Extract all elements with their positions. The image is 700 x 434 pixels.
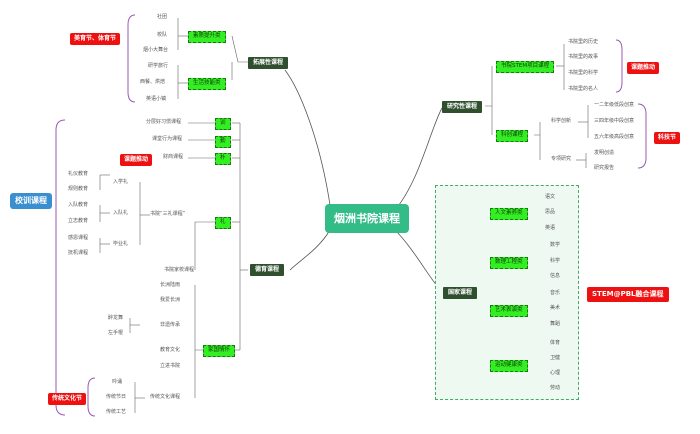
- left-frame-bracket: [55, 119, 66, 416]
- tag-stem-pbl: STEM@PBL融合课程: [587, 287, 669, 302]
- school-motto-course-label: 校训课程: [10, 193, 52, 209]
- tag-arts-sports-festival: 美育节、体育节: [70, 33, 121, 45]
- node-life-skills[interactable]: 生活技能类: [188, 78, 226, 90]
- leaf-item: 书院家校课程: [164, 267, 195, 273]
- node-pu[interactable]: 朴: [215, 153, 231, 165]
- leaf-item: 立志教育: [68, 218, 89, 224]
- leaf-item: 教育文化: [160, 347, 181, 353]
- leaf-item: 西餐、烘焙: [140, 79, 166, 85]
- tag-research-drive-left: 课题推动: [120, 154, 153, 166]
- leaf-item: 劳动: [550, 385, 561, 391]
- tag-research-drive-right: 课题推动: [627, 62, 660, 74]
- leaf-item: 传统文化课程: [150, 394, 181, 400]
- leaf-item: 研究报告: [594, 165, 615, 171]
- node-sports-health[interactable]: 运动健康类: [490, 360, 528, 372]
- right-bracket-keji: [637, 103, 647, 169]
- center-topic[interactable]: 烟洲书院课程: [325, 204, 409, 233]
- leaf-item: 入队教育: [68, 202, 89, 208]
- leaf-item: 一二年级低段创意: [594, 102, 635, 108]
- tag-tech-festival: 科技节: [654, 132, 681, 144]
- node-special-research: 专项研究: [551, 156, 572, 162]
- branch-research-course[interactable]: 研究性课程: [442, 101, 483, 113]
- leaf-item: 卫健: [550, 355, 561, 361]
- leaf-item: 左手棍: [108, 330, 124, 336]
- node-three-rites: 书院“三礼课程”: [150, 211, 186, 217]
- node-humanities[interactable]: 人文素养类: [490, 208, 528, 220]
- node-graduation-rite: 毕业礼: [113, 241, 129, 247]
- branch-moral-course[interactable]: 德育课程: [250, 264, 285, 276]
- leaf-item: 立进书院: [160, 363, 181, 369]
- node-tech-innovation[interactable]: 科创课程: [496, 130, 529, 142]
- leaf-item: 社团: [157, 14, 168, 20]
- leaf-item: 书院里的科学: [568, 70, 599, 76]
- leaf-item: 校队: [157, 32, 168, 38]
- leaf-item: 感恩课程: [68, 235, 89, 241]
- leaf-item: 美术: [550, 305, 561, 311]
- leaf-item: 非遗传承: [160, 322, 181, 328]
- leaf-item: 语文: [545, 194, 556, 200]
- node-stem-project[interactable]: 书院STEM项目课程: [496, 61, 555, 73]
- leaf-item: 吟诵: [112, 379, 123, 385]
- leaf-item: 传统节日: [106, 394, 127, 400]
- leaf-item: 数学: [550, 242, 561, 248]
- leaf-item: 思品: [545, 209, 556, 215]
- leaf-item: 财商课程: [163, 154, 184, 160]
- leaf-item: 长洲陆雨: [160, 282, 181, 288]
- leaf-item: 音乐: [550, 290, 561, 296]
- branch-national-course[interactable]: 国家课程: [443, 287, 478, 299]
- leaf-item: 礼仪教育: [68, 171, 89, 177]
- left-bracket-chuantong: [87, 377, 96, 417]
- leaf-item: 抚机课程: [68, 250, 89, 256]
- leaf-item: 规则教育: [68, 186, 89, 192]
- leaf-item: 信息: [550, 273, 561, 279]
- right-bracket-keti: [615, 39, 623, 93]
- leaf-item: 分层好习惯课程: [146, 119, 182, 125]
- node-li[interactable]: 礼: [215, 217, 231, 229]
- leaf-item: 醉龙舞: [108, 315, 124, 321]
- leaf-item: 科学: [550, 258, 561, 264]
- node-quality-improvement[interactable]: 素质提升类: [188, 31, 226, 43]
- leaf-item: 烟小大舞台: [143, 47, 169, 53]
- node-qin[interactable]: 勤: [215, 136, 231, 148]
- tag-traditional-culture-festival: 传统文化节: [48, 393, 87, 405]
- node-science-innovation: 科学创新: [551, 118, 572, 124]
- leaf-item: 舞蹈: [550, 321, 561, 327]
- leaf-item: 书院里的名人: [568, 86, 599, 92]
- branch-extended-course[interactable]: 拓展性课程: [248, 57, 289, 69]
- leaf-item: 我爱长洲: [160, 297, 181, 303]
- node-team-rite: 入队礼: [113, 210, 129, 216]
- node-enrollment-rite: 入学礼: [113, 179, 129, 185]
- node-family-country[interactable]: 家国情怀: [203, 345, 236, 357]
- node-arts-performance[interactable]: 艺术表演类: [490, 305, 528, 317]
- leaf-item: 发明创造: [594, 150, 615, 156]
- leaf-item: 心理: [550, 370, 561, 376]
- node-xun[interactable]: 训: [215, 118, 231, 130]
- leaf-item: 研学旅行: [148, 63, 169, 69]
- leaf-item: 英语小镇: [146, 96, 167, 102]
- leaf-item: 书院里的历史: [568, 39, 599, 45]
- leaf-item: 传统工艺: [106, 409, 127, 415]
- leaf-item: 三四年级中段创意: [594, 118, 635, 124]
- left-bracket-meiyu: [127, 14, 136, 103]
- node-math-engineering[interactable]: 数理工程类: [490, 257, 528, 269]
- leaf-item: 五六年级高段创意: [594, 134, 635, 140]
- leaf-item: 课堂行为课程: [152, 136, 183, 142]
- leaf-item: 书院里的故事: [568, 54, 599, 60]
- leaf-item: 体育: [550, 340, 561, 346]
- leaf-item: 英语: [545, 225, 556, 231]
